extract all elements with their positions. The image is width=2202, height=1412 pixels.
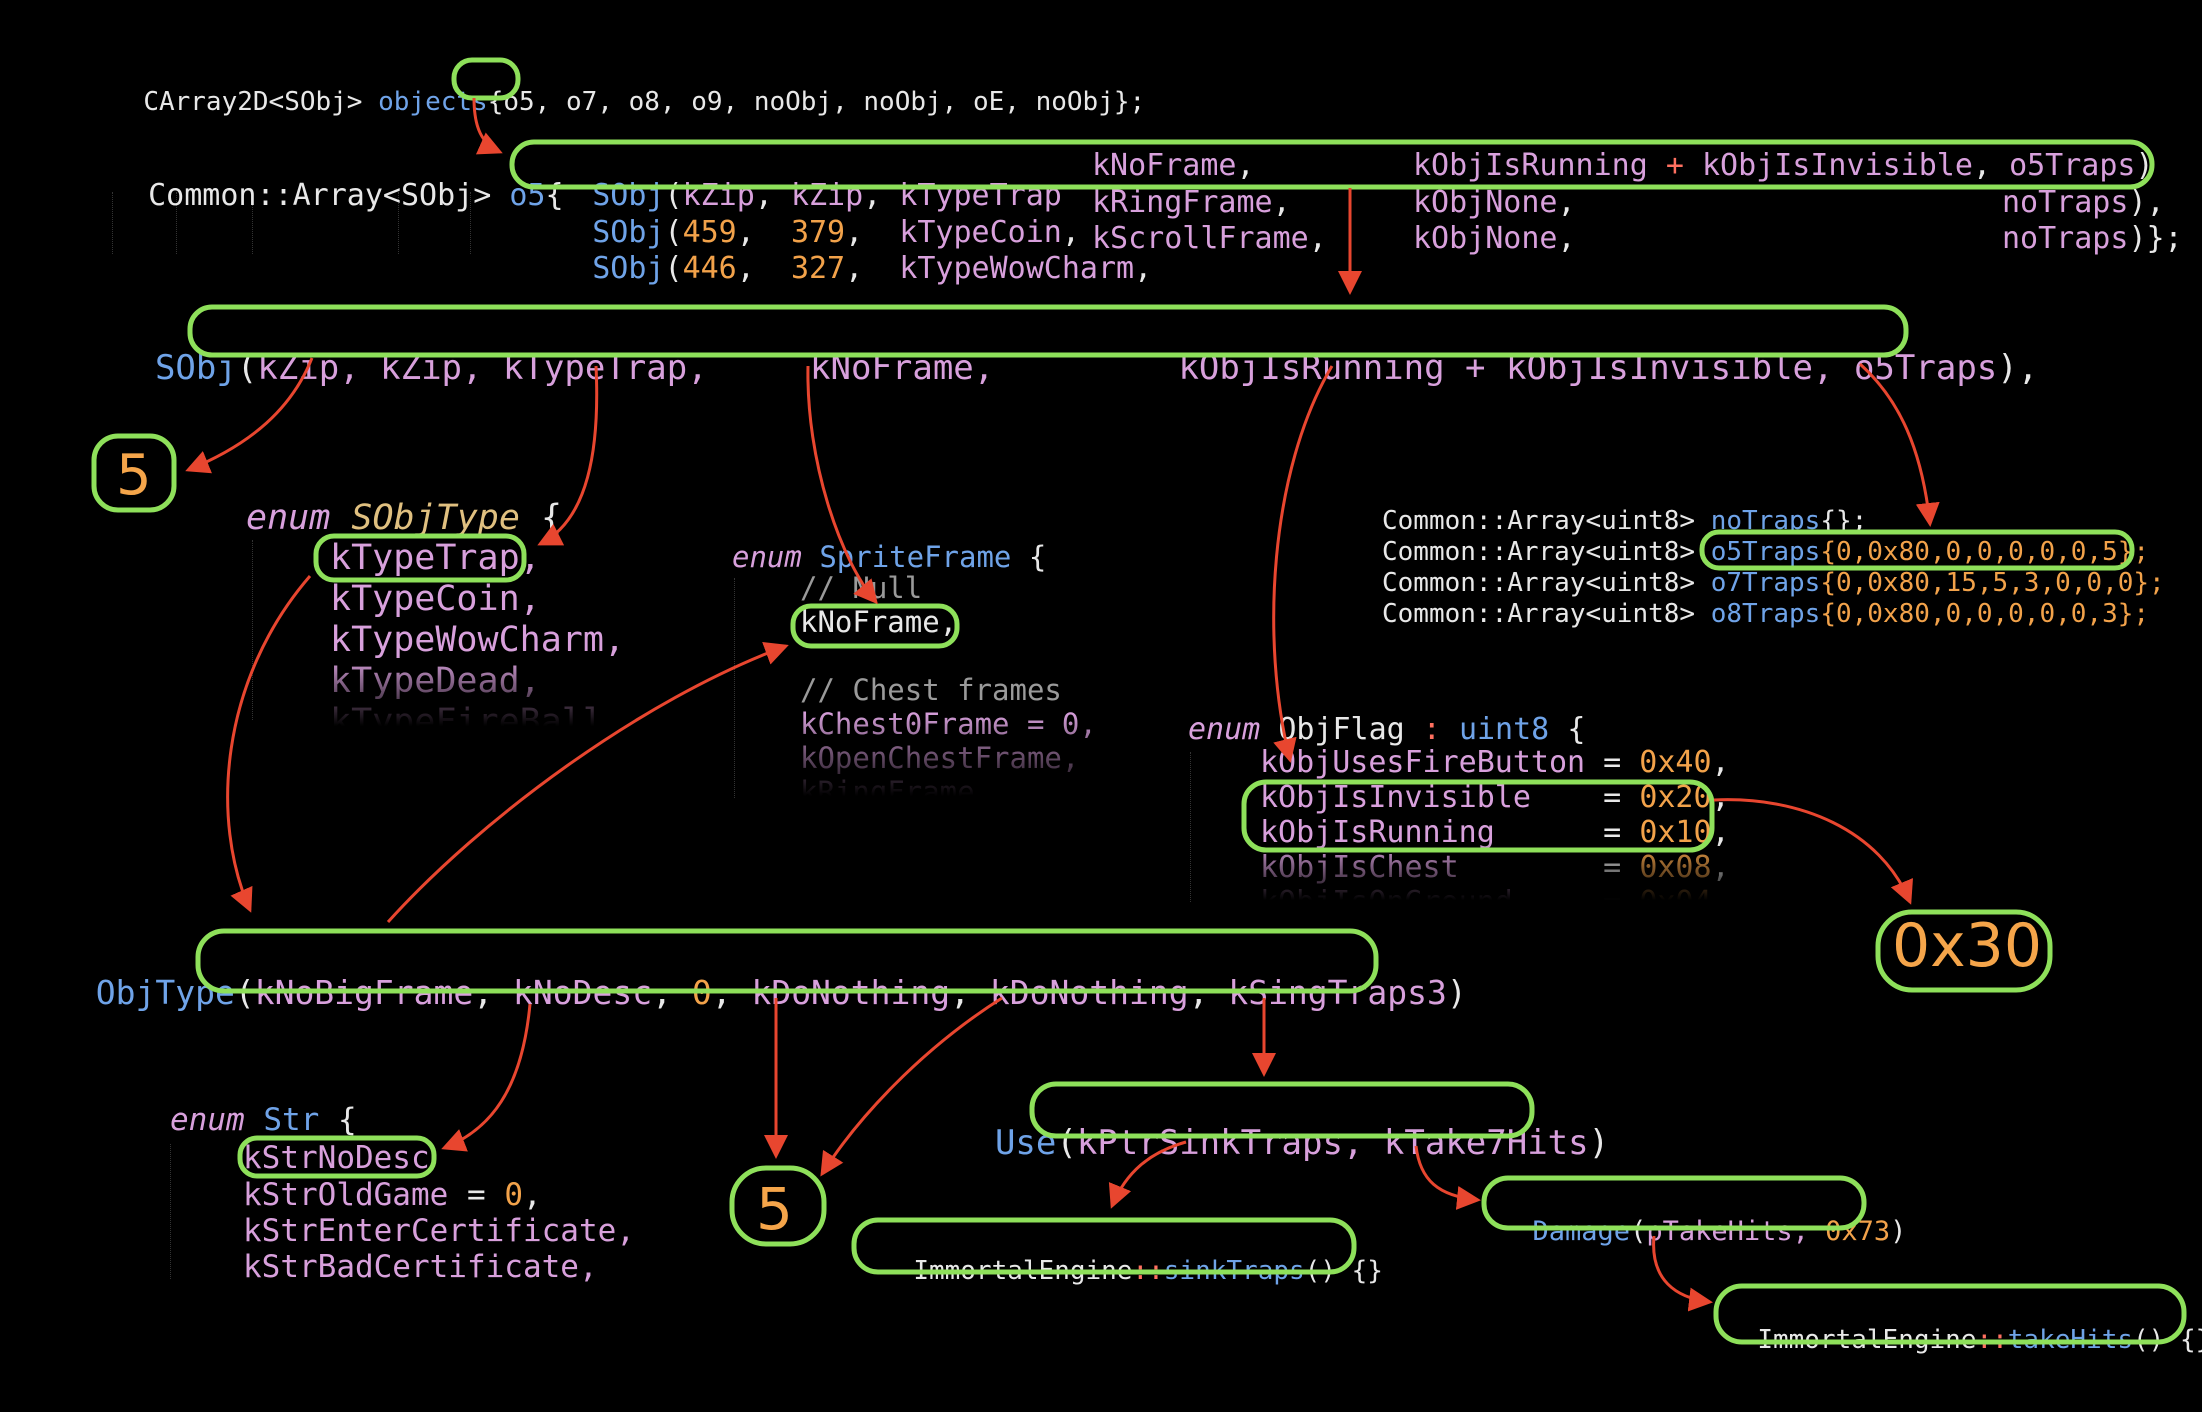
sobj-row-2: SObj(459, 379, kTypeCoin,	[592, 215, 1080, 250]
arrow	[226, 575, 312, 913]
result-five-bottom: 5	[756, 1175, 793, 1243]
objtype-arg: kDoNothing	[989, 973, 1189, 1012]
enum-objflag-name: ObjFlag	[1278, 712, 1405, 747]
enum-spriteframe-keyword: enum	[732, 540, 802, 574]
sobj-row-3-end: )};	[2128, 221, 2183, 256]
sobj-row-3-type: kTypeWowCharm	[899, 251, 1135, 286]
sobj-row-3-frame: kScrollFrame	[1092, 221, 1309, 256]
sobj-call-args: kZip, kZip, kTypeTrap, kNoFrame, kObjIsR…	[257, 348, 1998, 388]
enum-spriteframe-comment: // Chest frames	[800, 673, 1062, 707]
traps-row: Common::Array<uint8> o8Traps{0,0x80,0,0,…	[1382, 599, 2150, 629]
sobj-row-2-x: 459	[682, 215, 737, 250]
enum-str-keyword: enum	[170, 1102, 245, 1138]
result-five-top: 5	[116, 443, 152, 508]
objflag-item: kObjIsRunning = 0x10,	[1260, 815, 1730, 850]
objects-declaration: CArray2D<SObj> objects{o5, o7, o8, o9, n…	[112, 63, 1145, 115]
enum-objflag-brace: {	[1567, 712, 1586, 747]
objects-rest: , o7, o8, o9, noObj, noObj, oE, noObj};	[534, 87, 1146, 117]
enum-sobjtype-name: SObjType	[351, 498, 520, 538]
sobj-row-2-frame: kRingFrame	[1092, 185, 1273, 220]
arrow	[1858, 362, 1940, 527]
sobj-row-3-flags: kObjNone	[1413, 221, 1558, 256]
enum-spriteframe-item: kOpenChestFrame,	[800, 741, 1080, 775]
sink-traps-def: ImmortalEngine::sinkTraps() {}	[913, 1256, 1383, 1286]
objtype-arg: kNoDesc	[513, 973, 653, 1012]
objtype-call: ObjType(kNoBigFrame, kNoDesc, 0, kDoNoth…	[95, 973, 1467, 1012]
take-hits-def: ImmortalEngine::takeHits() {}	[1757, 1325, 2202, 1355]
sobj-call-fn: SObj	[154, 348, 237, 388]
enum-spriteframe-brace: {	[1028, 540, 1047, 574]
sobj-call-end: ),	[1997, 348, 2039, 388]
enum-objflag-base: uint8	[1458, 712, 1550, 747]
enum-spriteframe-item: kChest0Frame = 0,	[800, 707, 1097, 741]
objtype-end: )	[1446, 973, 1467, 1012]
arrow	[441, 1003, 532, 1152]
use-args: kPtrSinkTraps, kTake7Hits	[1076, 1123, 1589, 1163]
objects-first-o5: o5	[503, 87, 535, 117]
enum-spriteframe-name: SpriteFrame	[819, 540, 1012, 574]
objtype-arg: kSingTraps3	[1228, 973, 1447, 1012]
enum-str-brace: {	[338, 1102, 357, 1138]
objtype-arg: 0	[691, 973, 712, 1012]
objtype-fn: ObjType	[95, 973, 235, 1012]
enum-sobjtype-item: kTypeTrap,	[330, 541, 541, 578]
enum-str-item: kStrEnterCertificate,	[243, 1213, 635, 1249]
objflag-item: kObjUsesFireButton = 0x40,	[1260, 748, 1730, 780]
objtype-arg: kDoNothing	[751, 973, 951, 1012]
sobj-row-1-traps: o5Traps	[2009, 148, 2136, 183]
arrow	[1272, 365, 1334, 763]
damage-call: Damage(pTakeHits, 0x73)	[1532, 1216, 1907, 1247]
traps-row: Common::Array<uint8> noTraps{};	[1382, 506, 1868, 536]
sobj-row-3-y: 327	[790, 251, 846, 286]
objects-open-brace: {	[487, 87, 504, 117]
enum-sobjtype-brace: {	[541, 498, 563, 538]
arrow	[1713, 798, 1913, 905]
sobj-row-3: SObj(446, 327, kTypeWowCharm,	[592, 251, 1153, 286]
use-call: Use(kPtrSinkTraps, kTake7Hits)	[994, 1123, 1610, 1163]
enum-sobjtype-item: kTypeDead,	[330, 661, 541, 701]
sobj-row-1-end: )	[2135, 148, 2154, 183]
use-end: )	[1588, 1123, 1610, 1163]
enum-objflag-keyword: enum	[1188, 712, 1261, 747]
enum-sobjtype-item: kTypeFireBall	[330, 702, 604, 727]
sobj-row-1-frame: kNoFrame	[1092, 148, 1237, 183]
sobj-call: SObj(kZip, kZip, kTypeTrap, kNoFrame, kO…	[154, 348, 2039, 388]
use-fn: Use	[994, 1123, 1057, 1163]
enum-str-item: kStrNoDesc	[243, 1140, 430, 1176]
sobj-row-2-type: kTypeCoin	[899, 215, 1062, 250]
enum-str-item: kStrBadCertificate,	[243, 1249, 598, 1285]
enum-sobjtype-item: kTypeWowCharm,	[330, 620, 626, 660]
enum-str-name: Str	[263, 1102, 320, 1138]
sobj-row-2-traps: noTraps	[2002, 185, 2129, 220]
common-array-type: Common::Array<SObj>	[148, 178, 510, 213]
sobj-row-2-end: ),	[2128, 185, 2165, 220]
objects-name: objects	[378, 87, 488, 117]
enum-spriteframe-item: kNoFrame,	[800, 605, 958, 639]
sobj-row-3-fn: SObj	[592, 251, 665, 286]
sobj-row-3-x: 446	[682, 251, 737, 286]
result-hex: 0x30	[1892, 911, 2043, 981]
objtype-arg: kNoBigFrame	[254, 973, 474, 1012]
sobj-row-2-y: 379	[790, 215, 846, 250]
sobj-row-2-flags: kObjNone	[1413, 185, 1558, 220]
common-array-declaration: Common::Array<SObj> o5{	[112, 151, 563, 213]
sobj-row-3-traps: noTraps	[2002, 221, 2129, 256]
objflag-item: kObjIsOnGround = 0x04	[1260, 888, 1712, 901]
traps-row: Common::Array<uint8> o7Traps{0,0x80,15,5…	[1382, 568, 2165, 598]
enum-spriteframe-comment: // Null	[800, 574, 923, 605]
enum-spriteframe-item: kRingFrame,	[800, 775, 993, 797]
enum-sobjtype-keyword: enum	[246, 498, 331, 538]
objflag-item: kObjIsInvisible = 0x20,	[1260, 780, 1730, 815]
enum-sobjtype-item: kTypeCoin,	[330, 579, 541, 619]
objects-type: CArray2D<SObj>	[143, 87, 379, 117]
enum-str-item: kStrOldGame = 0,	[243, 1177, 542, 1213]
sobj-row-2-fn: SObj	[592, 215, 665, 250]
objflag-item: kObjIsChest = 0x08,	[1260, 850, 1730, 885]
traps-row: Common::Array<uint8> o5Traps{0,0x80,0,0,…	[1382, 537, 2150, 567]
